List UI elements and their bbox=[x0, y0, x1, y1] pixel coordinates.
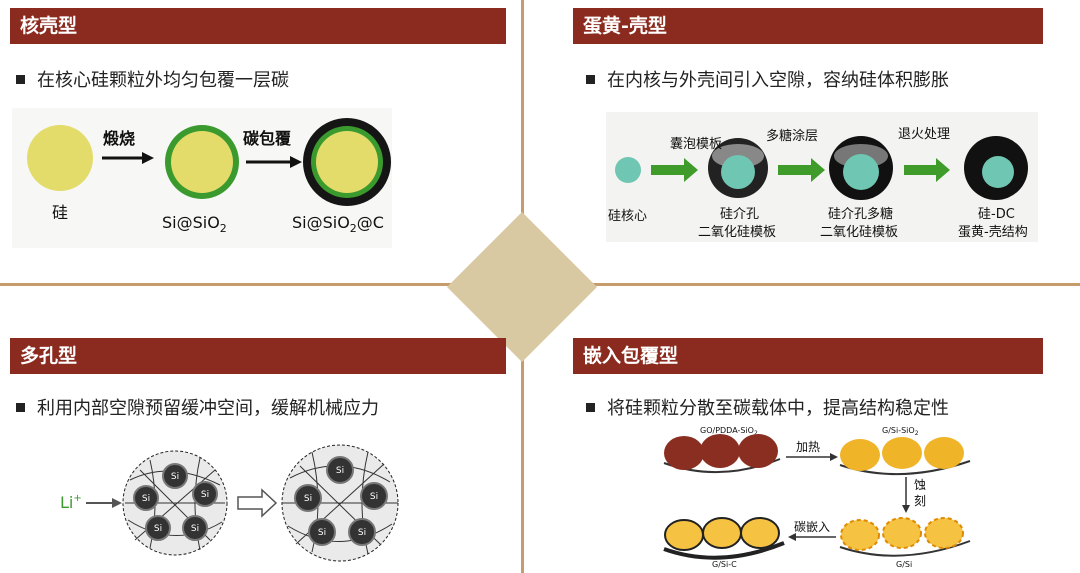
step-calcine-label: 煅烧 bbox=[103, 129, 135, 148]
yolk-shell-structure-label: 蛋黄-壳结构 bbox=[958, 225, 1028, 240]
silica-template-label: 二氧化硅模板 bbox=[698, 225, 776, 240]
step-polysaccharide-label: 多糖涂层 bbox=[766, 128, 818, 144]
lithium-ion-charge: + bbox=[73, 493, 81, 504]
silicon-core bbox=[615, 157, 641, 183]
bullet-marker bbox=[16, 74, 25, 84]
silicon-cluster-before: Si Si Si Si Si bbox=[122, 450, 228, 556]
bullet-marker bbox=[586, 74, 595, 84]
si-sio2-c-subscript: 2 bbox=[350, 222, 357, 235]
si-sio2-subscript: 2 bbox=[220, 222, 227, 235]
step-anneal-label: 退火处理 bbox=[898, 127, 950, 142]
si-particle-label: Si bbox=[171, 472, 179, 482]
g-si-sio2-sheet bbox=[839, 437, 971, 476]
yolk-shell-figure: 囊泡模板 多糖涂层 退火处理 硅核心 硅介孔 二氧化硅模板 硅介孔多糖 二氧化硅… bbox=[606, 112, 1038, 242]
si-particle-label: Si bbox=[318, 528, 326, 538]
svg-text:Si@SiO2@C: Si@SiO2@C bbox=[292, 213, 384, 235]
embedded-bullet-text: 将硅颗粒分散至碳载体中，提高结构稳定性 bbox=[607, 398, 949, 419]
g-si-sio2-subscript: 2 bbox=[915, 430, 919, 437]
yolk-shell-title: 蛋黄-壳型 bbox=[583, 15, 667, 37]
g-si-c-label: G/Si-C bbox=[712, 560, 737, 569]
core-shell-figure: 煅烧 碳包覆 硅 Si@SiO2 Si@SiO2@C bbox=[12, 108, 392, 248]
si-particle-label: Si bbox=[304, 494, 312, 504]
step-carbon-coat-label: 碳包覆 bbox=[243, 129, 292, 148]
core-shell-bullet-text: 在核心硅颗粒外均匀包覆一层碳 bbox=[37, 70, 289, 91]
si-particle-label: Si bbox=[336, 466, 344, 476]
core-shell-header: 核壳型 bbox=[10, 8, 506, 44]
embedded-header: 嵌入包覆型 bbox=[573, 338, 1043, 374]
si-particle-label: Si bbox=[370, 492, 378, 502]
si-particle-label: Si bbox=[358, 528, 366, 538]
mesoporous-silicon-label: 硅介孔 bbox=[720, 207, 759, 222]
yolk-shell-bullet: 在内核与外壳间引入空隙，容纳硅体积膨胀 bbox=[586, 66, 949, 92]
carbon-embed-label: 碳嵌入 bbox=[794, 520, 830, 534]
si-particle-label: Si bbox=[142, 494, 150, 504]
porous-figure: Li+ Si Si Si Si Si Si Si Si Si bbox=[60, 444, 399, 562]
lithium-ion-label: Li bbox=[60, 493, 73, 512]
core-shell-bullet: 在核心硅颗粒外均匀包覆一层碳 bbox=[16, 66, 289, 92]
svg-text:Li+: Li+ bbox=[60, 493, 82, 512]
heating-label: 加热 bbox=[796, 440, 820, 454]
porous-title: 多孔型 bbox=[20, 345, 78, 367]
center-diamond bbox=[447, 212, 597, 362]
si-sio2-c-suffix: @C bbox=[357, 213, 384, 232]
go-pdda-label: GO/PDDA-SiO bbox=[700, 426, 754, 435]
etch-label-1: 蚀 bbox=[914, 478, 926, 492]
yolk-shell-header: 蛋黄-壳型 bbox=[573, 8, 1043, 44]
porous-bullet: 利用内部空隙预留缓冲空间，缓解机械应力 bbox=[16, 394, 379, 420]
step-vesicle-template-label: 囊泡模板 bbox=[670, 136, 722, 152]
bullet-marker bbox=[16, 402, 25, 412]
svg-text:Si@SiO2: Si@SiO2 bbox=[162, 213, 227, 235]
yolk-shell-bullet-text: 在内核与外壳间引入空隙，容纳硅体积膨胀 bbox=[607, 70, 949, 91]
silicon-cluster-after: Si Si Si Si Si bbox=[281, 444, 399, 562]
bullet-marker bbox=[586, 402, 595, 412]
silicon-particle bbox=[27, 125, 93, 191]
si-particle-label: Si bbox=[154, 524, 162, 534]
silicon-core-label: 硅核心 bbox=[608, 209, 647, 224]
si-particle-label: Si bbox=[191, 524, 199, 534]
embedded-figure: GO/PDDA-SiO2 加热 G/Si-SiO2 蚀 刻 G/Si 碳嵌入 G… bbox=[663, 426, 971, 569]
g-si-c-sheet bbox=[663, 517, 785, 560]
svg-text:G/Si-SiO2: G/Si-SiO2 bbox=[882, 426, 919, 437]
go-pdda-sheet bbox=[663, 434, 781, 474]
g-si-sheet bbox=[839, 517, 971, 557]
transition-arrow bbox=[237, 488, 278, 518]
etch-label-2: 刻 bbox=[914, 494, 926, 508]
porous-header: 多孔型 bbox=[10, 338, 506, 374]
g-si-sio2-label: G/Si-SiO bbox=[882, 426, 915, 435]
go-pdda-subscript: 2 bbox=[754, 430, 758, 437]
si-sio2-label: Si@SiO bbox=[162, 213, 220, 232]
si-dc-label: 硅-DC bbox=[978, 207, 1015, 222]
core-shell-title: 核壳型 bbox=[20, 15, 78, 37]
mesoporous-polysaccharide-label: 硅介孔多糖 bbox=[828, 206, 893, 222]
silicon-label: 硅 bbox=[52, 203, 68, 222]
si-sio2-c-label: Si@SiO bbox=[292, 213, 350, 232]
porous-bullet-text: 利用内部空隙预留缓冲空间，缓解机械应力 bbox=[37, 398, 379, 419]
embedded-bullet: 将硅颗粒分散至碳载体中，提高结构稳定性 bbox=[586, 394, 949, 420]
silica-template-label-2: 二氧化硅模板 bbox=[820, 225, 898, 240]
svg-text:GO/PDDA-SiO2: GO/PDDA-SiO2 bbox=[700, 426, 758, 437]
embedded-title: 嵌入包覆型 bbox=[583, 345, 679, 367]
si-particle-label: Si bbox=[201, 490, 209, 500]
g-si-label: G/Si bbox=[896, 560, 912, 569]
